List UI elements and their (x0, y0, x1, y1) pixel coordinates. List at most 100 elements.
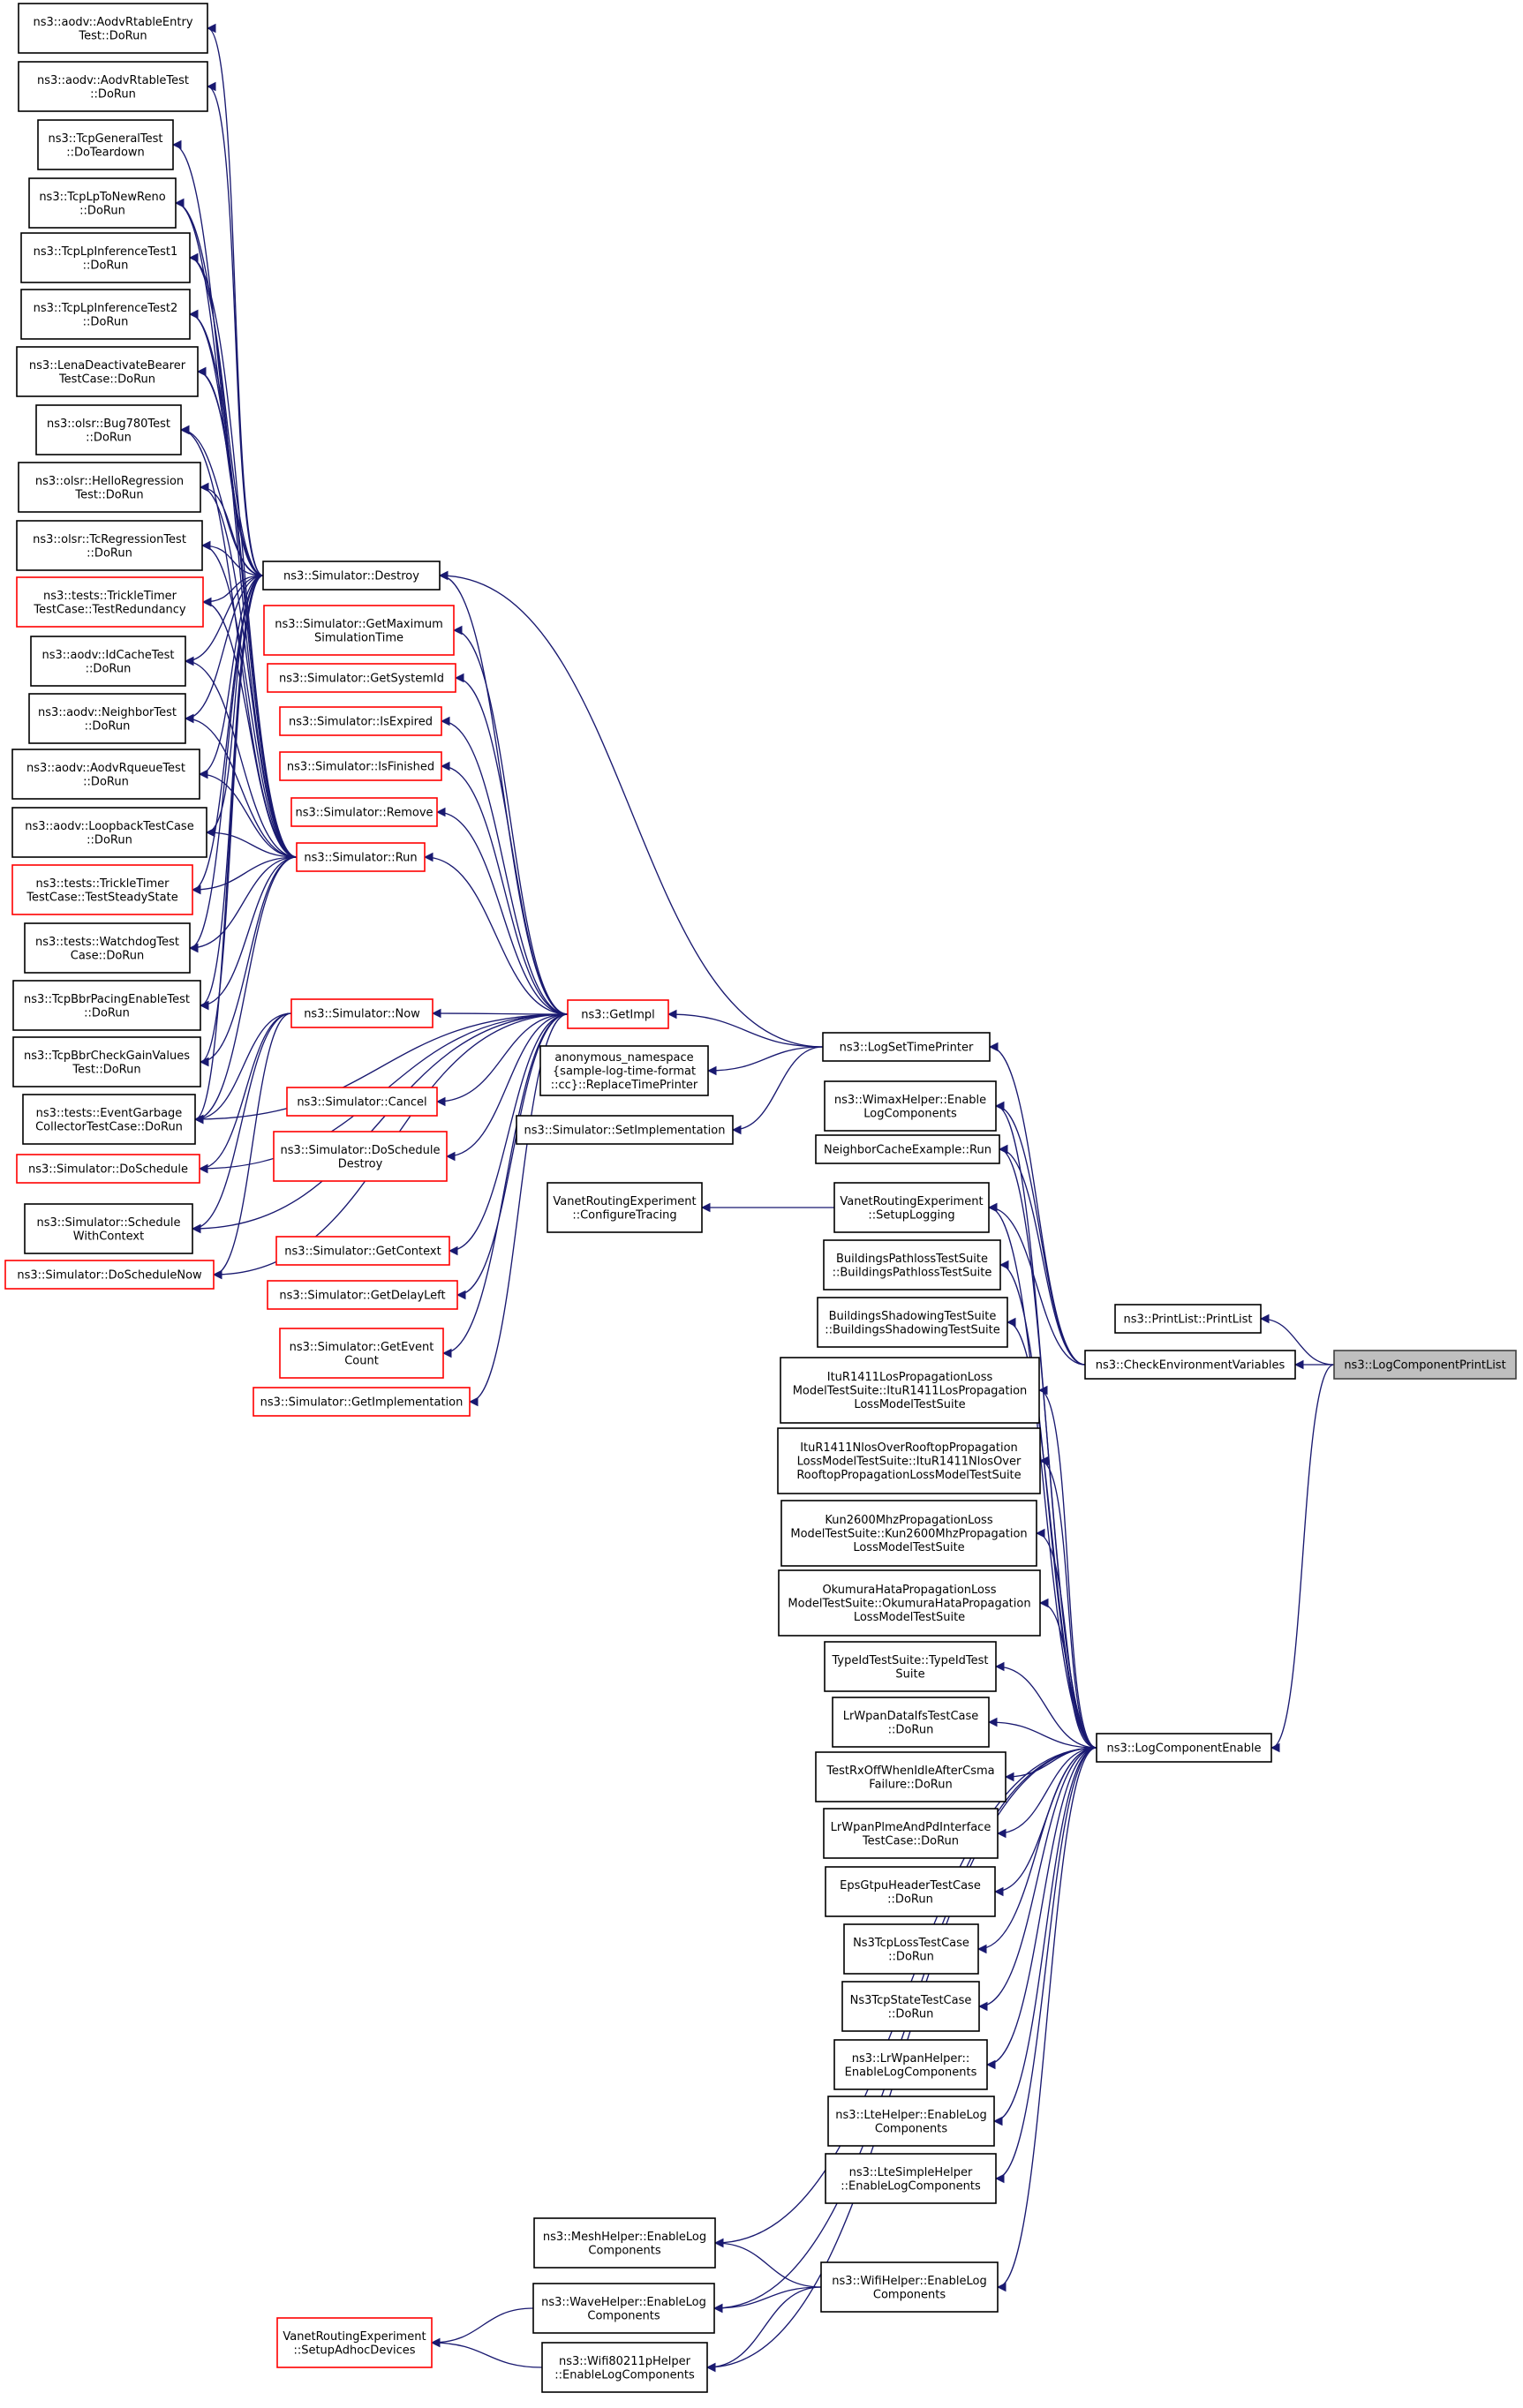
edge (667, 1009, 824, 1048)
node-vanet-adhoc[interactable]: VanetRoutingExperiment::SetupAdhocDevice… (276, 2317, 433, 2368)
node-label-line: BuildingsShadowingTestSuite (829, 1310, 997, 1323)
node-trickle-red[interactable]: ns3::tests::TrickleTimerTestCase::TestRe… (16, 576, 204, 628)
edge (191, 1012, 292, 1234)
edge (452, 625, 569, 1015)
node-label-line: Kun2600MhzPropagationLoss (825, 1514, 992, 1527)
node-cancel[interactable]: ns3::Simulator::Cancel (286, 1087, 438, 1117)
node-getimpl[interactable]: ns3::GetImpl (567, 999, 669, 1029)
node-bbr-pacing[interactable]: ns3::TcpBbrPacingEnableTest::DoRun (12, 980, 201, 1031)
node-label-line: ::DoRun (79, 204, 125, 217)
node-event-gc[interactable]: ns3::tests::EventGarbageCollectorTestCas… (22, 1094, 196, 1145)
node-label-line: ::EnableLogComponents (554, 2368, 695, 2382)
node-box (28, 177, 177, 229)
node-aodv-loopback[interactable]: ns3::aodv::LoopbackTestCase::DoRun (11, 807, 207, 858)
node-wifi80211p[interactable]: ns3::Wifi80211pHelper::EnableLogComponen… (541, 2342, 708, 2393)
node-bldg-shadow[interactable]: BuildingsShadowingTestSuite::BuildingsSh… (817, 1297, 1008, 1348)
node-olsr-bug[interactable]: ns3::olsr::Bug780Test::DoRun (35, 404, 182, 455)
edge (1035, 1528, 1097, 1749)
node-logsettp[interactable]: ns3::LogSetTimePrinter (822, 1032, 991, 1062)
node-checkenv[interactable]: ns3::CheckEnvironmentVariables (1084, 1350, 1296, 1380)
node-doschedule[interactable]: ns3::Simulator::DoSchedule (16, 1154, 200, 1184)
node-replacetp[interactable]: anonymous_namespace{sample-log-time-form… (539, 1045, 709, 1096)
node-lrwpanhelper[interactable]: ns3::LrWpanHelper::EnableLogComponents (833, 2039, 988, 2090)
node-logcompprint[interactable]: ns3::LogComponentPrintList (1333, 1350, 1517, 1380)
node-getdelayleft[interactable]: ns3::Simulator::GetDelayLeft (267, 1280, 458, 1310)
node-epsgtpu[interactable]: EpsGtpuHeaderTestCase::DoRun (825, 1866, 996, 1917)
node-label-line: Destroy (338, 1157, 383, 1170)
node-neighborcache[interactable]: NeighborCacheExample::Run (815, 1134, 1000, 1164)
node-aodv-rtable[interactable]: ns3::aodv::AodvRtableTest::DoRun (18, 61, 208, 112)
edge (184, 656, 298, 858)
node-bldg-pathloss[interactable]: BuildingsPathlossTestSuite::BuildingsPat… (823, 1239, 1001, 1291)
node-typeid[interactable]: TypeIdTestSuite::TypeIdTestSuite (824, 1641, 997, 1692)
node-ltehelper[interactable]: ns3::LteHelper::EnableLogComponents (827, 2096, 995, 2147)
edge (198, 769, 298, 858)
edge (206, 81, 264, 576)
node-ltesimple[interactable]: ns3::LteSimpleHelper::EnableLogComponent… (825, 2153, 997, 2204)
node-label-line: ns3::WifiHelper::EnableLog (832, 2275, 986, 2288)
node-wifihelper[interactable]: ns3::WifiHelper::EnableLogComponents (820, 2261, 999, 2313)
node-box (16, 520, 203, 571)
node-box (1114, 1304, 1262, 1334)
node-box (532, 2283, 715, 2334)
node-box (823, 1808, 999, 1859)
node-label-line: ModelTestSuite::ItuR1411LosPropagation (793, 1385, 1028, 1398)
node-meshhelper[interactable]: ns3::MeshHelper::EnableLogComponents (533, 2217, 716, 2269)
node-doschednow[interactable]: ns3::Simulator::DoScheduleNow (4, 1260, 215, 1290)
node-box (841, 1981, 980, 2032)
node-label-line: TestCase::DoRun (862, 1834, 959, 1847)
node-tcpgen[interactable]: ns3::TcpGeneralTest::DoTeardown (37, 119, 174, 170)
node-wavehelper[interactable]: ns3::WaveHelper::EnableLogComponents (532, 2283, 715, 2334)
node-tcplp-inf1[interactable]: ns3::TcpLpInferenceTest1::DoRun (20, 232, 191, 283)
node-box (18, 462, 201, 513)
node-run[interactable]: ns3::Simulator::Run (296, 842, 426, 872)
node-lrwpan-dataifs[interactable]: LrWpanDataIfsTestCase::DoRun (832, 1697, 990, 1748)
node-label-line: ::DoRun (86, 431, 132, 444)
node-ns3tcploss[interactable]: Ns3TcpLossTestCase::DoRun (843, 1923, 979, 1975)
node-olsr-tc[interactable]: ns3::olsr::TcRegressionTest::DoRun (16, 520, 203, 571)
node-printlist[interactable]: ns3::PrintList::PrintList (1114, 1304, 1262, 1334)
node-vanet-setuplog[interactable]: VanetRoutingExperiment::SetupLogging (833, 1182, 990, 1233)
node-okumura[interactable]: OkumuraHataPropagationLossModelTestSuite… (778, 1569, 1041, 1637)
node-getcontext[interactable]: ns3::Simulator::GetContext (275, 1236, 450, 1266)
node-trickle-steady[interactable]: ns3::tests::TrickleTimerTestCase::TestSt… (11, 864, 193, 915)
node-setimpl[interactable]: ns3::Simulator::SetImplementation (516, 1115, 734, 1145)
node-isfinished[interactable]: ns3::Simulator::IsFinished (279, 751, 442, 781)
edge (996, 1747, 1097, 1839)
node-label-line: ns3::LrWpanHelper:: (852, 2052, 969, 2066)
node-box (777, 1427, 1041, 1494)
node-tcplp-newreno[interactable]: ns3::TcpLpToNewReno::DoRun (28, 177, 177, 229)
node-now[interactable]: ns3::Simulator::Now (290, 998, 434, 1028)
node-itur-los[interactable]: ItuR1411LosPropagationLossModelTestSuite… (780, 1357, 1040, 1424)
node-ns3tcpstate[interactable]: Ns3TcpStateTestCase::DoRun (841, 1981, 980, 2032)
node-wimax[interactable]: ns3::WimaxHelper::EnableLogComponents (824, 1080, 997, 1132)
node-vanet-cfgtrace[interactable]: VanetRoutingExperiment::ConfigureTracing (547, 1182, 703, 1233)
node-tcplp-inf2[interactable]: ns3::TcpLpInferenceTest2::DoRun (20, 289, 191, 340)
node-remove[interactable]: ns3::Simulator::Remove (290, 797, 438, 827)
node-kun[interactable]: Kun2600MhzPropagationLossModelTestSuite:… (780, 1500, 1037, 1567)
node-aodv-rqueue[interactable]: ns3::aodv::AodvRqueueTest::DoRun (11, 749, 200, 800)
node-getimplementation[interactable]: ns3::Simulator::GetImplementation (253, 1387, 471, 1417)
node-destroy[interactable]: ns3::Simulator::Destroy (262, 561, 441, 591)
node-aodv-idcache[interactable]: ns3::aodv::IdCacheTest::DoRun (30, 636, 186, 687)
node-label-line: ns3::aodv::NeighborTest (38, 706, 177, 719)
node-itur-nlos[interactable]: ItuR1411NlosOverRooftopPropagationLossMo… (777, 1427, 1041, 1494)
node-aodv-neighbor[interactable]: ns3::aodv::NeighborTest::DoRun (28, 693, 186, 744)
node-box (1084, 1350, 1296, 1380)
edge (977, 1747, 1097, 2012)
node-isexpired[interactable]: ns3::Simulator::IsExpired (279, 706, 442, 736)
node-logcompenable[interactable]: ns3::LogComponentEnable (1096, 1733, 1272, 1763)
edge (201, 597, 298, 858)
node-getsysid[interactable]: ns3::Simulator::GetSystemId (267, 663, 456, 693)
